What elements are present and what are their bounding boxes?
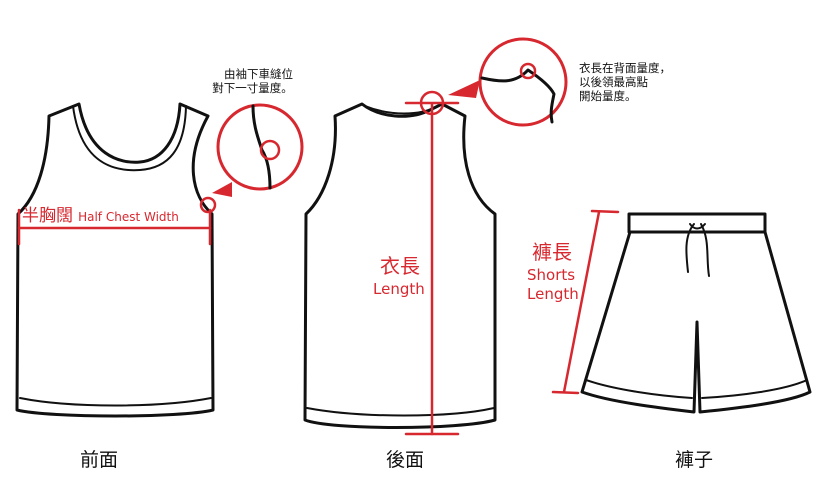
front-jersey [15,102,215,418]
front-chest-label: 半胸闊 Half Chest Width [22,206,179,226]
collar-note-line-3: 開始量度。 [579,88,637,103]
back-length-measure [404,90,460,436]
shorts-length-measure [551,209,620,395]
armhole-note-line-1: 由袖下車縫位 [224,67,293,81]
shorts-length-en-line-2: Length [527,284,579,303]
armhole-note: 由袖下車縫位 對下一寸量度。 [212,67,293,96]
shorts-length-en-line-1: Shorts [527,266,576,284]
armhole-note-line-2: 對下一寸量度。 [212,80,293,95]
collar-zoom [478,37,568,127]
armhole-zoom [216,103,304,191]
collar-note-line-2: 以後領最高點 [579,74,648,89]
shorts [580,212,812,414]
armhole-pointer [212,182,232,197]
collar-pointer [448,80,480,98]
shorts-length-label-zh: 褲長 [532,240,572,264]
caption-front: 前面 [80,449,119,471]
chest-label-zh: 半胸闊 [22,206,73,226]
chest-label-en: Half Chest Width [78,210,179,224]
back-length-label-en: Length [373,280,425,298]
armhole-marker [199,196,217,214]
caption-shorts: 褲子 [675,449,714,471]
caption-back: 後面 [386,449,425,471]
shorts-length-label-en: Shorts Length [527,266,579,304]
collar-note-line-1: 衣長在背面量度， [579,61,671,75]
collar-note: 衣長在背面量度， 以後領最高點 開始量度。 [579,61,671,103]
back-length-label-zh: 衣長 [380,254,420,278]
front-chest-measure [17,208,212,246]
